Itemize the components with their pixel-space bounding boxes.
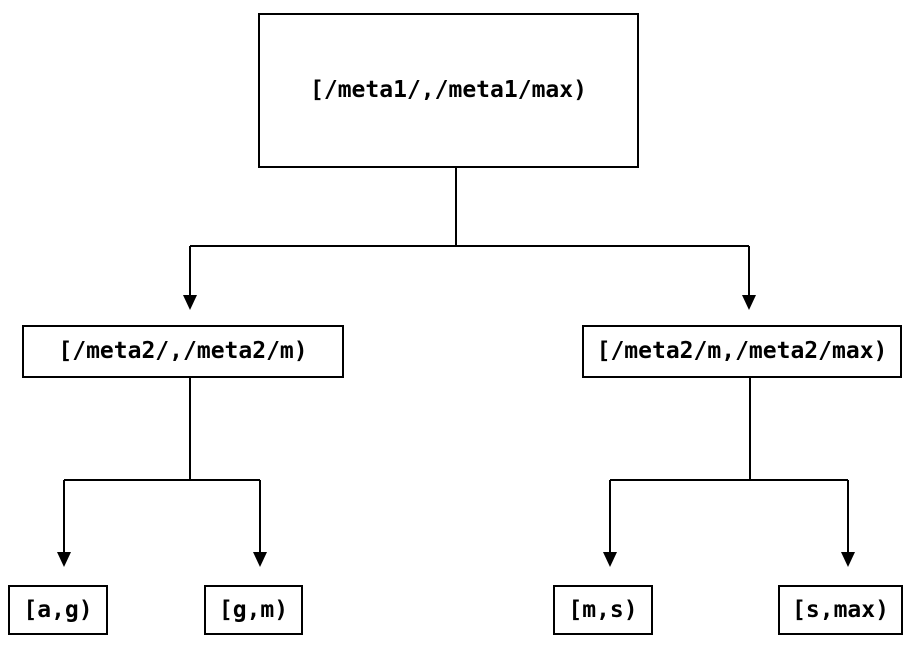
arrowhead-icon [253,552,267,567]
node-label: [/meta1/,/meta1/max) [310,77,587,103]
node-root-range: [/meta1/,/meta1/max) [258,13,639,168]
arrowhead-icon [183,295,197,310]
node-leaf-smax: [s,max) [778,585,903,635]
node-label: [m,s) [568,596,638,623]
arrowhead-icon [57,552,71,567]
node-label: [/meta2/,/meta2/m) [58,338,308,364]
arrowhead-icon [742,295,756,310]
node-label: [/meta2/m,/meta2/max) [596,338,888,364]
node-label: [g,m) [218,596,289,623]
node-left-range: [/meta2/,/meta2/m) [22,325,344,378]
node-right-range: [/meta2/m,/meta2/max) [582,325,902,378]
node-leaf-gm: [g,m) [204,585,303,635]
node-label: [a,g) [23,596,93,623]
node-label: [s,max) [792,596,889,623]
arrowhead-icon [841,552,855,567]
node-leaf-ms: [m,s) [553,585,653,635]
arrowhead-icon [603,552,617,567]
node-leaf-ag: [a,g) [8,585,108,635]
